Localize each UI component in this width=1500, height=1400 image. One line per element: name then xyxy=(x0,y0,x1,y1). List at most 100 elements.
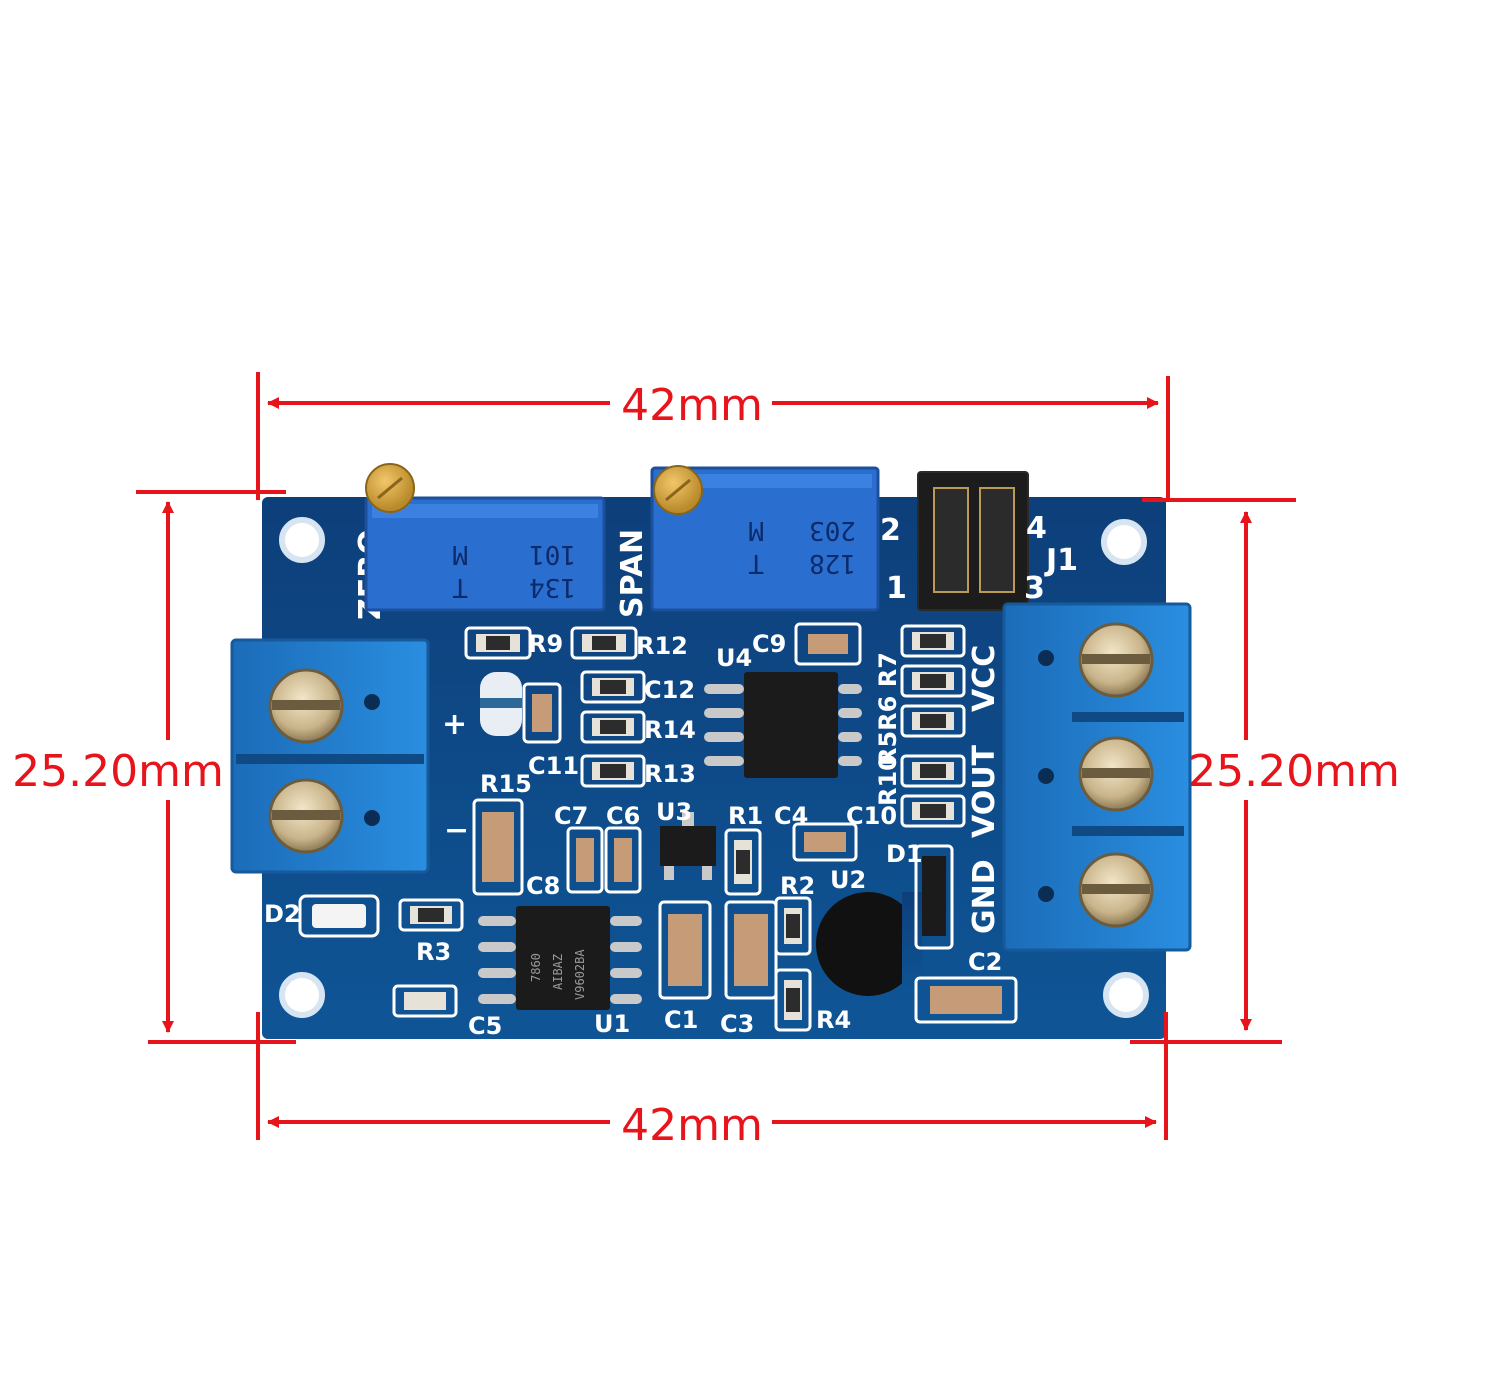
output-terminal-block xyxy=(1002,602,1192,952)
c4-label: C4 xyxy=(774,802,808,830)
u1-marking-3: V9602BA xyxy=(573,949,587,1000)
resistor-c12 xyxy=(580,670,646,704)
cap-c2 xyxy=(914,976,1018,1024)
input-plus-label: + xyxy=(442,707,467,742)
resistors xyxy=(298,622,1018,1032)
r13-label: R13 xyxy=(644,760,696,788)
r4-label: R4 xyxy=(816,1006,851,1034)
zero-potentiometer: 101 134 M T xyxy=(364,463,606,612)
input-minus-label: − xyxy=(444,813,469,848)
cap-c1 xyxy=(658,900,712,1000)
cap-c7 xyxy=(566,826,604,894)
span-potentiometer: 203 128 M T xyxy=(650,465,880,612)
resistor-r7 xyxy=(900,624,966,658)
mounting-hole-icon xyxy=(1101,519,1147,565)
transistor-u3 xyxy=(660,812,716,880)
r9-label: R9 xyxy=(528,630,563,658)
pot-zero-letter-m: M xyxy=(452,539,468,569)
component-labels: R9 R12 C9 C12 R14 R13 C11 R15 C7 C6 C8 R… xyxy=(264,630,1002,1040)
cap-c5 xyxy=(392,984,458,1018)
d1-label: D1 xyxy=(886,840,923,868)
bottom-width-label: 42mm xyxy=(621,1100,763,1151)
u1-marking-1: 7860 xyxy=(529,953,543,982)
jumper-pin-3: 3 xyxy=(1024,571,1045,606)
u2-label: U2 xyxy=(830,866,866,894)
r10-label: R10 xyxy=(874,754,902,806)
cap-c3 xyxy=(724,900,778,1000)
resistor-c10 xyxy=(900,794,966,828)
mounting-hole-icon xyxy=(1103,972,1149,1018)
c2-label: C2 xyxy=(968,948,1002,976)
span-label: SPAN xyxy=(615,529,650,618)
c5-label: C5 xyxy=(468,1012,502,1040)
vout-label: VOUT xyxy=(967,744,1002,838)
d2-label: D2 xyxy=(264,900,301,928)
pot-span-letter-m: M xyxy=(748,515,764,545)
u1-marking-2: AIBAZ xyxy=(551,954,565,990)
c9-label: C9 xyxy=(752,630,786,658)
top-width-label: 42mm xyxy=(621,380,763,431)
c10-label: C10 xyxy=(846,802,897,830)
mounting-hole-icon xyxy=(279,517,325,563)
cap-c4 xyxy=(792,822,858,862)
pot-span-sub: 128 xyxy=(809,548,856,578)
diode-d1 xyxy=(914,844,954,950)
resistor-r3 xyxy=(398,898,464,932)
r1-label: R1 xyxy=(728,802,763,830)
pot-span-letter-t: T xyxy=(748,548,764,578)
right-height-label: 25.20mm xyxy=(1188,746,1400,797)
j1-label: J1 xyxy=(1044,543,1078,578)
c3-label: C3 xyxy=(720,1010,754,1038)
resistor-r1 xyxy=(724,828,762,896)
cap-c11 xyxy=(522,682,562,744)
c12-label: C12 xyxy=(644,676,695,704)
input-terminal-block xyxy=(230,638,430,874)
cap-r15 xyxy=(472,798,524,896)
pot-zero-code: 101 xyxy=(529,539,576,569)
r14-label: R14 xyxy=(644,716,696,744)
jumper-pin-1: 1 xyxy=(886,571,907,606)
cap-c6 xyxy=(604,826,642,894)
pcb-board: ZERO SPAN 101 134 M T 203 128 M T xyxy=(230,463,1192,1040)
r5r6r7-label: R5R6 R7 xyxy=(874,652,902,766)
u4-label: U4 xyxy=(716,644,752,672)
r3-label: R3 xyxy=(416,938,451,966)
left-height-label: 25.20mm xyxy=(12,746,224,797)
u1-label: U1 xyxy=(594,1010,630,1038)
c6-label: C6 xyxy=(606,802,640,830)
r15-label: R15 xyxy=(480,770,532,798)
pot-zero-letter-t: T xyxy=(452,572,468,602)
c11-label: C11 xyxy=(528,752,579,780)
c8-label: C8 xyxy=(526,872,560,900)
resistor-r14 xyxy=(580,710,646,744)
resistor-r13 xyxy=(580,754,646,788)
resistor-r4 xyxy=(774,968,812,1032)
pot-span-code: 203 xyxy=(809,515,856,545)
u3-label: U3 xyxy=(656,798,692,826)
mounting-hole-icon xyxy=(279,972,325,1018)
ic-u4 xyxy=(704,672,862,778)
jumper-pin-4: 4 xyxy=(1026,511,1047,546)
resistor-r6 xyxy=(900,664,966,698)
cap-c9 xyxy=(794,622,862,666)
led-d2 xyxy=(298,894,380,938)
c7-label: C7 xyxy=(554,802,588,830)
vcc-label: VCC xyxy=(967,645,1002,712)
regulator-u2 xyxy=(816,892,922,996)
resistor-r12 xyxy=(570,626,638,660)
resistor-r5 xyxy=(900,704,966,738)
resistor-r9 xyxy=(464,626,532,660)
c1-label: C1 xyxy=(664,1006,698,1034)
component-bodies xyxy=(312,632,1002,1020)
ic-u1: 7860 AIBAZ V9602BA xyxy=(478,906,642,1010)
r2-label: R2 xyxy=(780,872,815,900)
resistor-r10 xyxy=(900,754,966,788)
mounting-holes xyxy=(279,517,1149,1018)
pot-zero-sub: 134 xyxy=(529,572,576,602)
r12-label: R12 xyxy=(636,632,688,660)
jumper-header-j1: 2 1 4 3 J1 xyxy=(880,471,1078,611)
dimension-annotations xyxy=(136,372,1296,1140)
gnd-label: GND xyxy=(967,859,1002,934)
jumper-pin-2: 2 xyxy=(880,513,901,548)
